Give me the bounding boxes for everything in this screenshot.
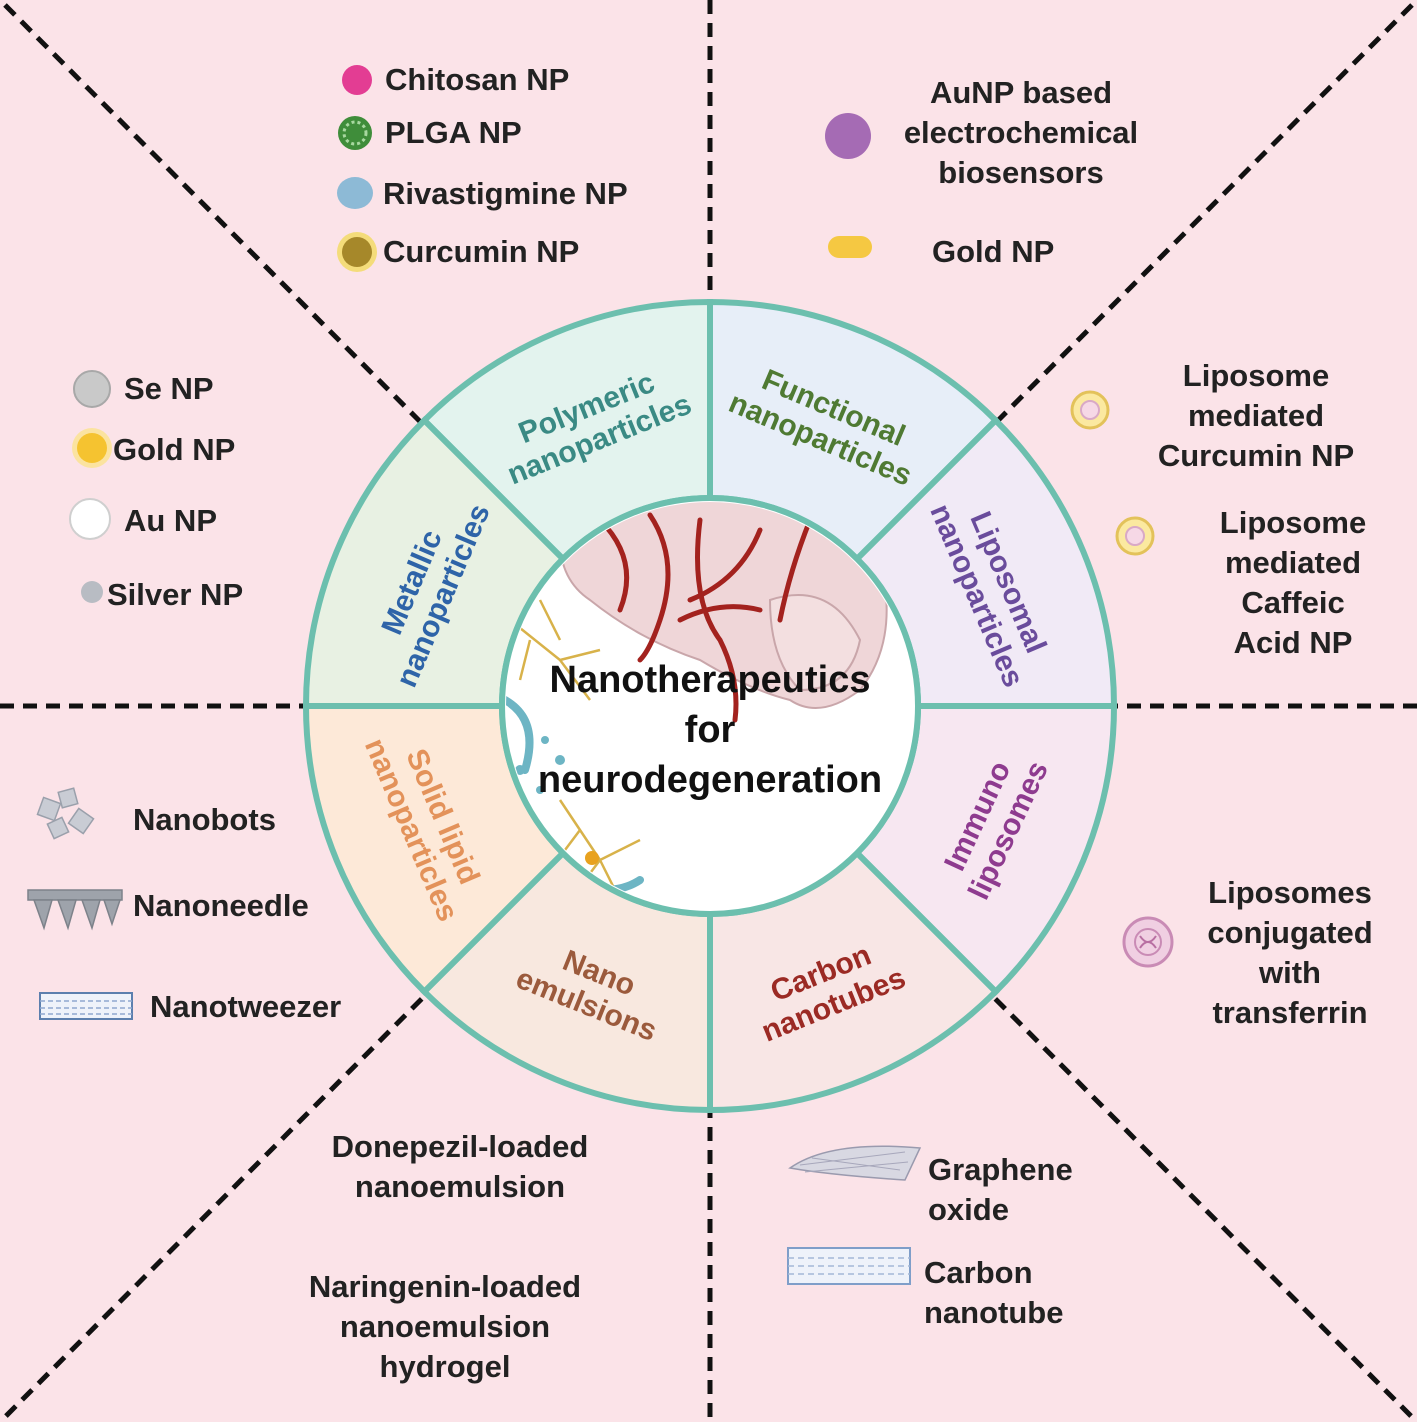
- center-title: Nanotherapeutics for neurodegeneration: [505, 655, 915, 805]
- chitosan-particle-icon: [342, 65, 372, 95]
- metallic-item-silver-np: Silver NP: [107, 577, 244, 612]
- polymeric-item-chitosan: Chitosan NP: [385, 62, 570, 97]
- metallic-item-gold-np: Gold NP: [113, 432, 236, 467]
- liposome-transferrin-icon: [1122, 916, 1174, 968]
- se-particle-icon: [73, 370, 111, 408]
- metallic-item-au-np: Au NP: [124, 503, 217, 538]
- liposome-caffeic-icon: [1115, 516, 1155, 556]
- polymeric-item-rivastigmine: Rivastigmine NP: [383, 176, 628, 211]
- liposome-curcumin-icon: [1070, 390, 1110, 430]
- polymeric-item-curcumin: Curcumin NP: [383, 234, 580, 269]
- carbon-nanotube-line-2: nanotube: [924, 1295, 1064, 1330]
- transferrin-line-2: conjugated: [1207, 915, 1373, 950]
- carbon-nanotube-line-1: Carbon: [924, 1255, 1033, 1290]
- transferrin-line-4: transferrin: [1212, 995, 1368, 1030]
- solid-lipid-item-nanobots: Nanobots: [133, 802, 276, 837]
- transferrin-line-1: Liposomes: [1208, 875, 1372, 910]
- center-title-line-3: neurodegeneration: [537, 759, 883, 801]
- naringenin-line-1: Naringenin-loaded: [308, 1269, 582, 1304]
- center-title-line-1: Nanotherapeutics: [549, 659, 871, 701]
- rivastigmine-particle-icon: [337, 177, 373, 209]
- nanoemulsion-item-naringenin: Naringenin-loaded nanoemulsion hydrogel: [285, 1267, 605, 1387]
- metallic-item-se-np: Se NP: [124, 371, 214, 406]
- brain-illustration: [506, 502, 888, 901]
- transferrin-line-3: with: [1259, 955, 1321, 990]
- plga-particle-icon: [338, 116, 372, 150]
- immuno-item-transferrin: Liposomes conjugated with transferrin: [1180, 873, 1400, 1033]
- nanobots-icon: [36, 787, 95, 840]
- aunp-biosensor-icon: [825, 113, 871, 159]
- carbon-nanotube-icon: [787, 1247, 911, 1285]
- liposome-caffeic-line-2: mediated: [1224, 545, 1362, 580]
- liposome-caffeic-line-4: Acid NP: [1233, 625, 1353, 660]
- carbon-item-graphene-oxide: Graphene oxide: [928, 1150, 1073, 1230]
- carbon-item-nanotube: Carbon nanotube: [924, 1253, 1064, 1333]
- panel-icons: [27, 65, 1174, 1285]
- liposomal-item-caffeic: Liposome mediated Caffeic Acid NP: [1195, 503, 1391, 663]
- liposome-curcumin-line-1: Liposome: [1182, 358, 1330, 393]
- nanoneedle-icon: [27, 889, 123, 931]
- curcumin-particle-icon: [337, 232, 377, 272]
- naringenin-line-3: hydrogel: [379, 1349, 511, 1384]
- donepezil-line-1: Donepezil-loaded: [331, 1129, 589, 1164]
- donepezil-line-2: nanoemulsion: [354, 1169, 566, 1204]
- naringenin-line-2: nanoemulsion: [339, 1309, 551, 1344]
- graphene-line-2: oxide: [928, 1192, 1009, 1227]
- liposomal-item-curcumin: Liposome mediated Curcumin NP: [1140, 356, 1372, 476]
- liposome-curcumin-line-3: Curcumin NP: [1157, 438, 1355, 473]
- solid-lipid-item-nanoneedle: Nanoneedle: [133, 888, 309, 923]
- liposome-caffeic-line-1: Liposome: [1219, 505, 1367, 540]
- liposome-curcumin-line-2: mediated: [1187, 398, 1325, 433]
- graphene-sheet-icon: [788, 1145, 922, 1181]
- solid-lipid-item-nanotweezer: Nanotweezer: [150, 989, 342, 1024]
- graphene-line-1: Graphene: [928, 1152, 1073, 1187]
- gold-particle-icon: [72, 428, 112, 468]
- functional-item-aunp-biosensors: AuNP based electrochemical biosensors: [880, 73, 1162, 193]
- gold-rod-icon: [828, 236, 872, 258]
- aunp-line-1: AuNP based: [929, 75, 1113, 110]
- aunp-line-3: biosensors: [938, 155, 1104, 190]
- aunp-line-2: electrochemical: [903, 115, 1139, 150]
- polymeric-item-plga: PLGA NP: [385, 115, 522, 150]
- liposome-caffeic-line-3: Caffeic: [1241, 585, 1345, 620]
- au-particle-icon: [69, 498, 111, 540]
- functional-item-gold-np: Gold NP: [932, 234, 1055, 269]
- silver-particle-icon: [81, 581, 103, 603]
- nanotweezer-icon: [39, 992, 133, 1020]
- center-title-line-2: for: [684, 709, 736, 751]
- nanoemulsion-item-donepezil: Donepezil-loaded nanoemulsion: [300, 1127, 620, 1207]
